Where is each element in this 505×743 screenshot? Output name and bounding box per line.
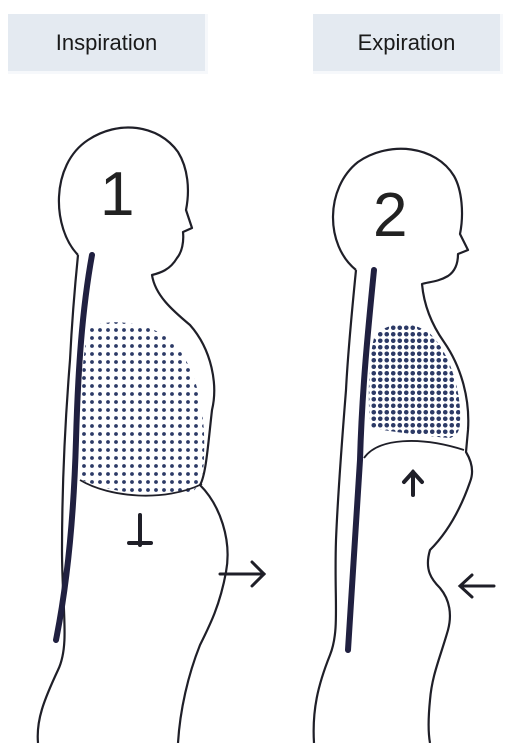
figure-number-1: 1 (100, 160, 134, 229)
arrow-down-icon (129, 515, 151, 545)
spine-2 (348, 270, 374, 650)
breathing-diagram: 1 2 (0, 110, 505, 743)
arrow-left-icon (460, 575, 494, 597)
expiration-label: Expiration (358, 30, 456, 56)
diaphragm-2 (364, 441, 464, 458)
arrow-up-icon (404, 472, 422, 495)
lung-dots-2 (369, 324, 460, 438)
figure-inspiration: 1 (38, 128, 264, 743)
back-outline-2 (314, 270, 356, 743)
inspiration-label-box: Inspiration (8, 14, 208, 74)
figure-expiration: 2 (314, 149, 494, 743)
figure-number-2: 2 (373, 181, 407, 250)
expiration-label-box: Expiration (313, 14, 503, 74)
lung-dots-1 (80, 322, 204, 494)
inspiration-label: Inspiration (56, 30, 158, 56)
